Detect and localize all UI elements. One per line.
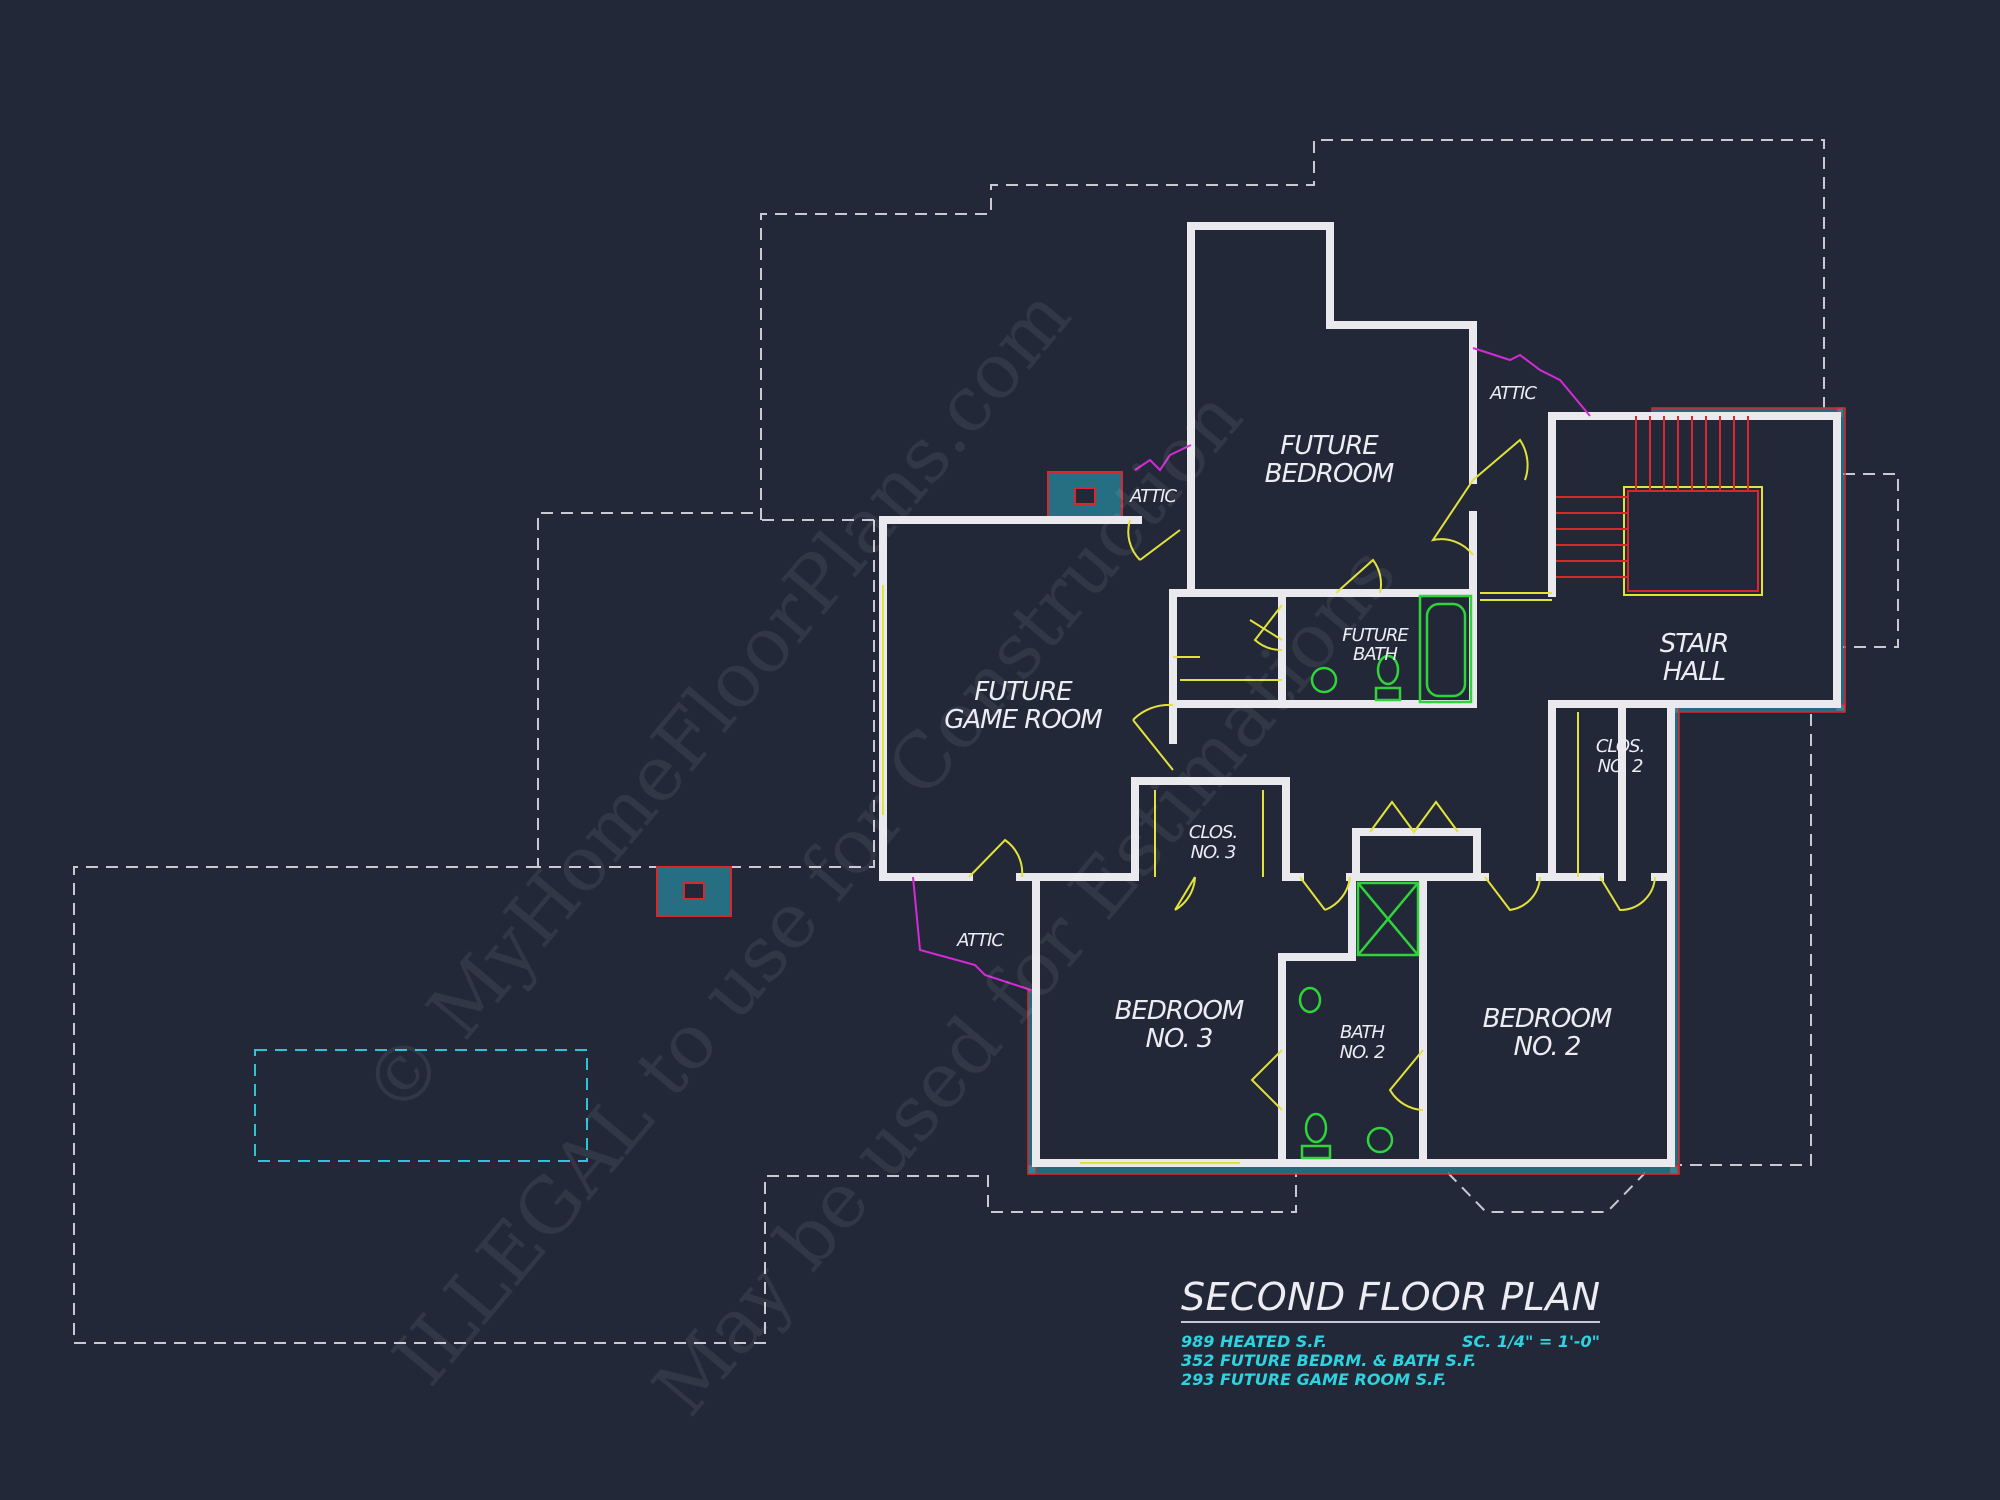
sink-icon: [1366, 1126, 1394, 1154]
title-block: SECOND FLOOR PLAN 989 HEATED S.F. 352 FU…: [1181, 1275, 1601, 1389]
attic-label: ATTIC: [956, 930, 1004, 951]
attic-label: ATTIC: [1129, 486, 1177, 507]
svg-text:NO. 2: NO. 2: [1514, 1032, 1581, 1062]
future-game-room-sf: 293 FUTURE GAME ROOM S.F.: [1181, 1370, 1447, 1389]
svg-text:BEDROOM: BEDROOM: [1265, 459, 1394, 489]
room-label-clos-3: CLOS.: [1189, 822, 1237, 843]
svg-text:NO. 3: NO. 3: [1191, 842, 1236, 863]
svg-text:BATH: BATH: [1353, 644, 1398, 665]
watermark: © MyHomeFloorPlans.com ILLEGAL to use fo…: [346, 271, 1413, 1431]
walls: [879, 222, 1841, 1167]
staircase[interactable]: [1556, 416, 1763, 596]
skylight-outline: [254, 1049, 588, 1162]
svg-text:NO. 3: NO. 3: [1146, 1024, 1213, 1054]
sink-icon: [1310, 666, 1338, 694]
room-label-bedroom-2: BEDROOM: [1483, 1004, 1612, 1034]
room-label-future-bedroom: FUTURE: [1280, 431, 1379, 461]
attic-access: [912, 347, 1591, 991]
room-label-stair-hall: STAIR: [1660, 629, 1729, 659]
toilet-icon: [1376, 654, 1400, 686]
plumbing-fixtures: [1298, 594, 1473, 1160]
svg-text:NO. 2: NO. 2: [1340, 1042, 1385, 1063]
toilet-icon: [1304, 1112, 1328, 1144]
future-bed-bath-sf: 352 FUTURE BEDRM. & BATH S.F.: [1181, 1351, 1476, 1370]
room-label-clos-2: CLOS.: [1596, 736, 1644, 757]
room-label-future-game-room: FUTURE: [974, 677, 1073, 707]
room-label-bath-2: BATH: [1340, 1022, 1385, 1043]
sink-icon: [1298, 986, 1322, 1014]
plan-title: SECOND FLOOR PLAN: [1181, 1275, 1600, 1319]
svg-text:GAME ROOM: GAME ROOM: [944, 705, 1102, 735]
roof-outline: [73, 139, 1899, 1344]
room-label-future-bath: FUTURE: [1342, 625, 1409, 646]
room-labels: FUTURE BEDROOM FUTURE GAME ROOM FUTURE B…: [944, 383, 1729, 1063]
chimney: [656, 471, 1123, 917]
scale-note: SC. 1/4" = 1'-0": [1462, 1332, 1600, 1351]
svg-text:HALL: HALL: [1663, 657, 1725, 687]
room-label-bedroom-3: BEDROOM: [1115, 996, 1244, 1026]
svg-text:NO. 2: NO. 2: [1598, 756, 1643, 777]
doors: [882, 438, 1656, 1164]
heated-sf: 989 HEATED S.F.: [1181, 1332, 1327, 1351]
attic-label: ATTIC: [1489, 383, 1537, 404]
